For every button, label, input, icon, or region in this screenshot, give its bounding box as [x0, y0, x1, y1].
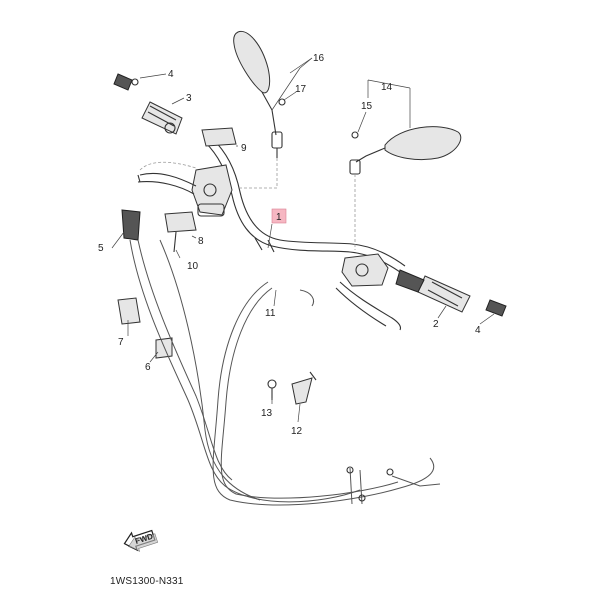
right-bar-end: [485, 299, 507, 317]
callout-6: 6: [145, 362, 151, 373]
callout-15: 15: [361, 101, 373, 112]
left-mirror: [233, 30, 286, 158]
callout-13: 13: [261, 408, 273, 419]
left-switch-assembly: [137, 164, 233, 217]
right-grip: [395, 269, 471, 313]
callout-10: 10: [187, 261, 199, 272]
drawing-code: 1WS1300-N331: [110, 576, 184, 587]
highlight-box-1: [271, 208, 287, 224]
bolt-13: [267, 379, 277, 400]
callout-4-right: 4: [475, 325, 481, 336]
clamp-6: [155, 337, 173, 359]
callout-2: 2: [433, 319, 439, 330]
callout-12: 12: [291, 426, 303, 437]
fwd-arrow-icon: FWD: [123, 529, 159, 552]
handlebar: [204, 137, 406, 273]
callout-1: 1: [276, 212, 282, 223]
callout-17: 17: [295, 84, 307, 95]
holder-upper: [201, 127, 237, 147]
callout-7: 7: [118, 337, 124, 348]
bracket-12: [291, 371, 317, 405]
callout-4-left: 4: [168, 69, 174, 80]
cables: [129, 239, 441, 506]
right-switch-assembly: [335, 253, 402, 331]
callout-14: 14: [381, 82, 393, 93]
callout-16: 16: [313, 53, 325, 64]
leader-lines: [111, 57, 495, 423]
right-mirror: [349, 126, 462, 175]
cable-joint: [121, 209, 141, 241]
callout-5: 5: [98, 243, 104, 254]
callout-8: 8: [198, 236, 204, 247]
left-grip: [141, 101, 183, 135]
holder-lower: [164, 211, 197, 253]
left-bar-end: [113, 73, 139, 91]
clamp-7: [117, 297, 141, 325]
callout-11: 11: [265, 308, 276, 319]
reference-lines: [139, 158, 356, 250]
callout-3: 3: [186, 93, 192, 104]
callout-9: 9: [241, 143, 247, 154]
